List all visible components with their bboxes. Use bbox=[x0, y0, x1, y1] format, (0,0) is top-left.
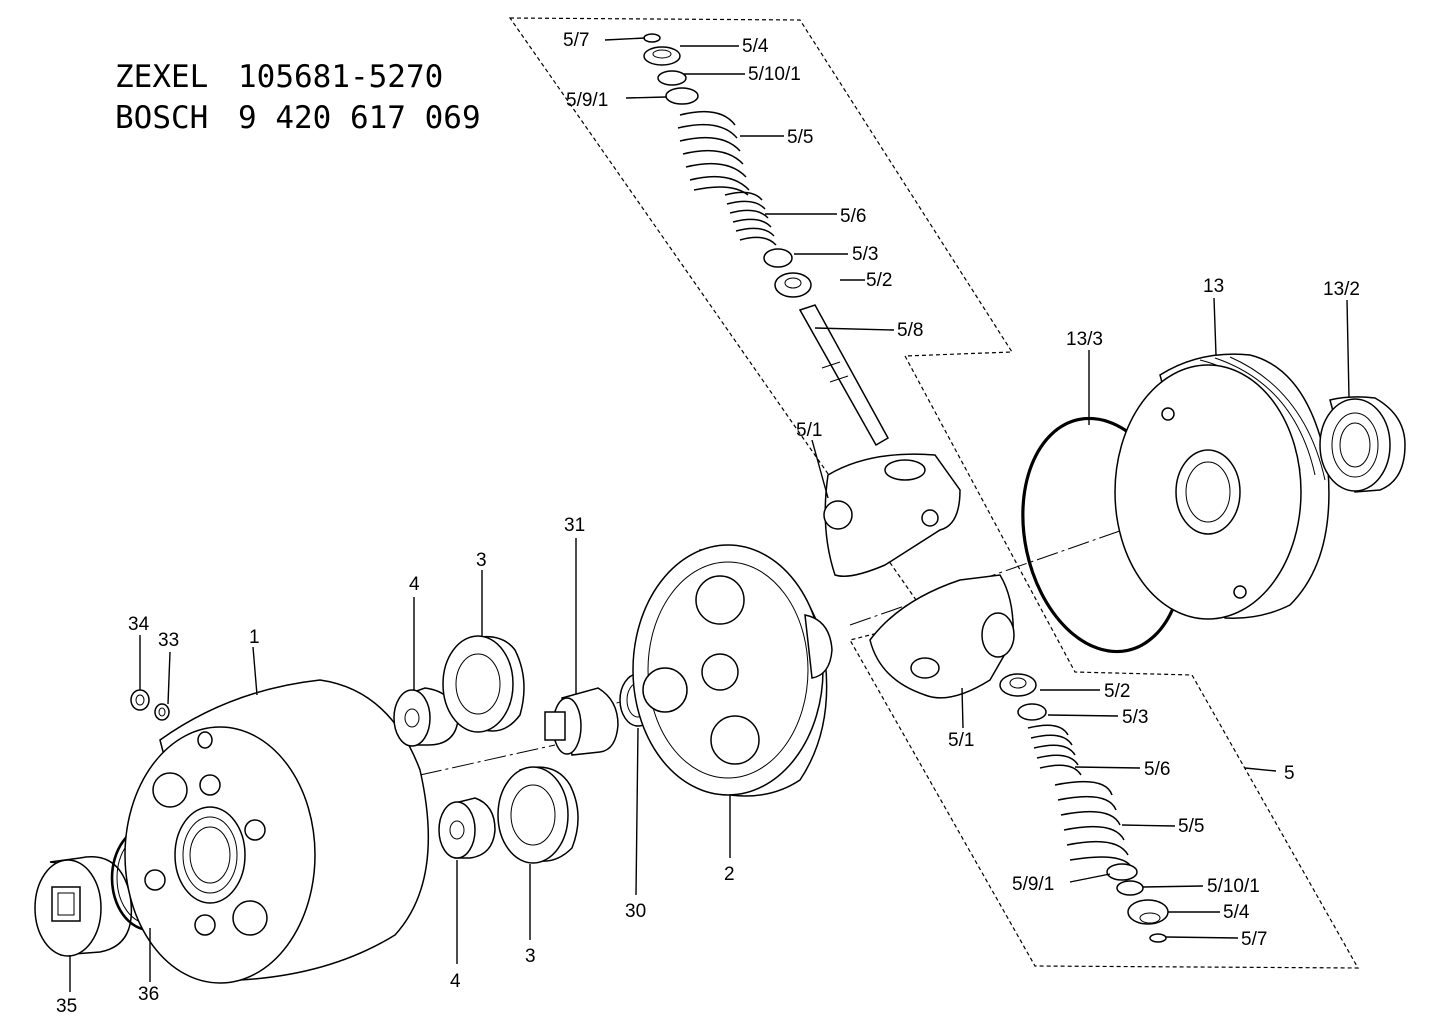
spring-lower-5-5 bbox=[1054, 780, 1131, 866]
callout-5-4-lower: 5/4 bbox=[1223, 902, 1250, 923]
leader-lines bbox=[69, 37, 1350, 992]
callout-2: 2 bbox=[724, 864, 735, 885]
callout-5-5-lower: 5/5 bbox=[1178, 816, 1204, 837]
valve-stem-5-8 bbox=[798, 304, 890, 447]
callout-4-upper: 4 bbox=[409, 574, 420, 595]
callout-34: 34 bbox=[128, 614, 150, 635]
zexel-brand: ZEXEL bbox=[115, 59, 208, 95]
callout-13-2: 13/2 bbox=[1323, 279, 1360, 300]
callout-3-upper: 3 bbox=[476, 550, 487, 571]
valve-lower-5-2 bbox=[999, 673, 1037, 697]
pump-housing-1 bbox=[124, 679, 430, 984]
callout-5-7-upper: 5/7 bbox=[563, 30, 589, 51]
valve-lower-5-10-1 bbox=[1116, 880, 1144, 896]
callout-5-5-upper: 5/5 bbox=[787, 127, 813, 148]
valve-upper-5-2 bbox=[774, 272, 812, 298]
valve-block-5-1-lower bbox=[869, 574, 1015, 699]
callout-5-10-1-lower: 5/10/1 bbox=[1207, 876, 1260, 897]
valve-lower-5-7 bbox=[1149, 933, 1167, 943]
valve-upper-5-10-1 bbox=[657, 70, 687, 86]
callout-5: 5 bbox=[1284, 763, 1295, 784]
bosch-part-number: 9 420 617 069 bbox=[238, 100, 481, 136]
valve-upper-5-9-1 bbox=[665, 87, 699, 105]
cup-3-lower bbox=[497, 766, 579, 864]
zexel-part-number: 105681-5270 bbox=[238, 59, 443, 95]
callout-5-2-lower: 5/2 bbox=[1104, 681, 1130, 702]
cover-13 bbox=[1114, 353, 1330, 620]
cup-3-upper bbox=[442, 635, 525, 733]
valve-upper-5-4 bbox=[643, 46, 681, 66]
callout-5-10-1-upper: 5/10/1 bbox=[748, 64, 801, 85]
callout-5-1-upper: 5/1 bbox=[796, 420, 822, 441]
callout-35: 35 bbox=[56, 996, 77, 1017]
callout-5-3-lower: 5/3 bbox=[1122, 707, 1148, 728]
callout-5-7-lower: 5/7 bbox=[1241, 929, 1267, 950]
callout-13-3: 13/3 bbox=[1066, 329, 1103, 350]
callout-13: 13 bbox=[1203, 276, 1224, 297]
callout-5-6-lower: 5/6 bbox=[1144, 759, 1170, 780]
callout-labels: 1 2 3 3 4 4 5 13 13/2 13/3 30 31 33 34 3… bbox=[56, 30, 1360, 1017]
washer-33 bbox=[154, 703, 170, 721]
callout-4-lower: 4 bbox=[450, 971, 461, 992]
valve-upper-5-7 bbox=[643, 33, 661, 43]
callout-5-3-upper: 5/3 bbox=[852, 244, 878, 265]
bosch-brand: BOSCH bbox=[115, 100, 208, 136]
bearing-13-2 bbox=[1319, 396, 1406, 493]
callout-5-6-upper: 5/6 bbox=[840, 206, 866, 227]
piston-4-lower bbox=[438, 797, 496, 859]
callout-5-2-upper: 5/2 bbox=[866, 270, 892, 291]
callout-5-1-lower: 5/1 bbox=[948, 730, 974, 751]
sleeve-31 bbox=[544, 687, 619, 756]
callout-5-9-1-upper: 5/9/1 bbox=[566, 90, 608, 111]
callout-31: 31 bbox=[564, 515, 585, 536]
valve-upper-5-3 bbox=[763, 248, 793, 268]
callout-5-9-1-lower: 5/9/1 bbox=[1012, 874, 1054, 895]
callout-5-8: 5/8 bbox=[897, 320, 923, 341]
valve-lower-5-3 bbox=[1017, 703, 1047, 721]
cam-disc-2 bbox=[632, 544, 833, 797]
spring-lower-5-6 bbox=[1027, 724, 1082, 776]
callout-30: 30 bbox=[625, 901, 646, 922]
valve-lower-5-9-1 bbox=[1106, 863, 1138, 881]
callout-5-4-upper: 5/4 bbox=[742, 36, 769, 57]
callout-1: 1 bbox=[249, 627, 260, 648]
callout-33: 33 bbox=[158, 630, 179, 651]
spring-upper-5-6 bbox=[724, 191, 777, 246]
valve-lower-5-4 bbox=[1127, 899, 1169, 925]
spring-upper-5-5 bbox=[677, 110, 750, 196]
valve-block-5-1-upper bbox=[823, 453, 961, 577]
screw-34 bbox=[130, 689, 150, 711]
callout-36: 36 bbox=[138, 984, 159, 1005]
callout-3-lower: 3 bbox=[525, 946, 536, 967]
